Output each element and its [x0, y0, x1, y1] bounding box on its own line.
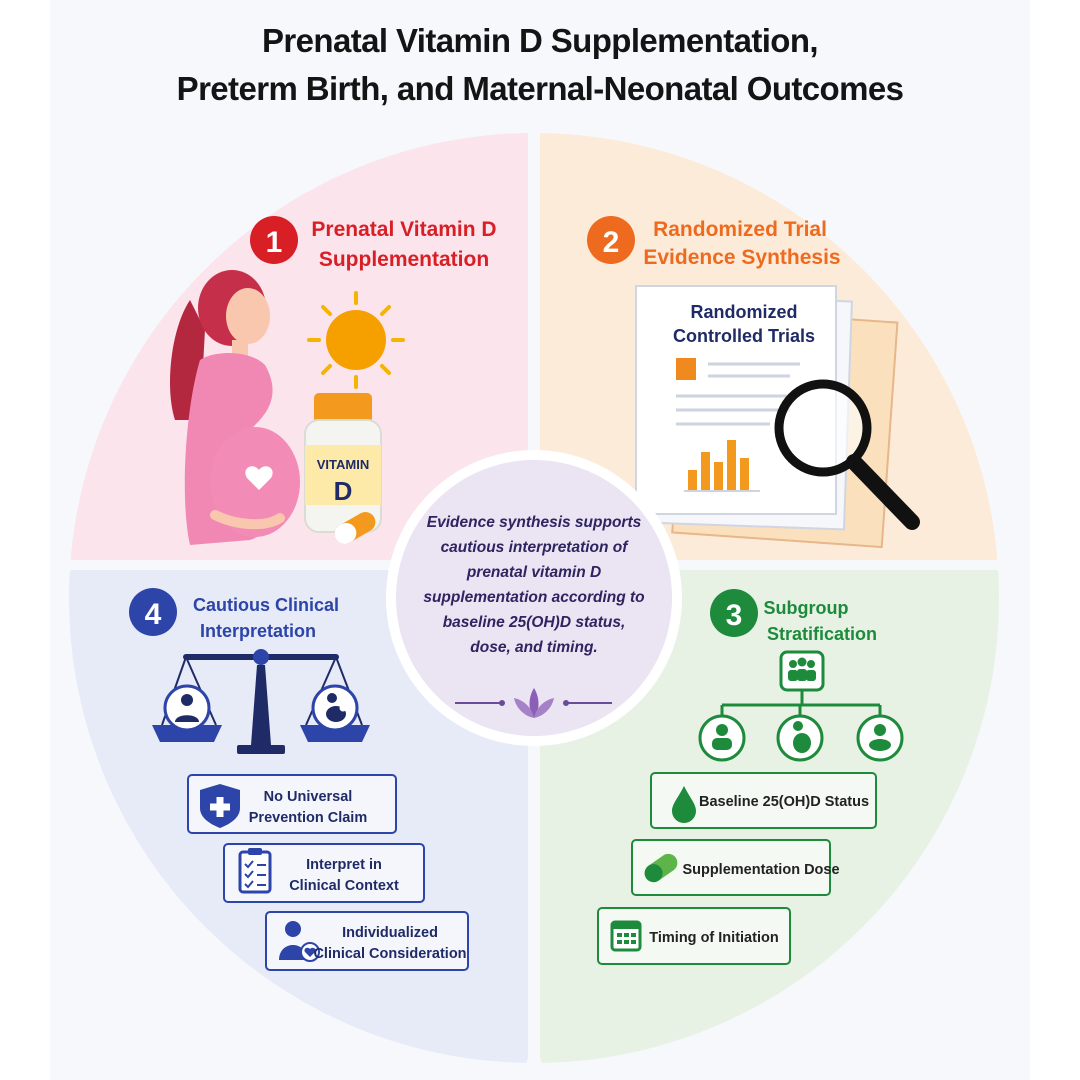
- q2-title-line-1: Randomized Trial: [653, 218, 827, 241]
- calendar-icon: [610, 920, 642, 952]
- center-line-4: supplementation according to: [423, 589, 644, 606]
- magnifying-glass-icon: [774, 379, 920, 530]
- pregnant-icon: [793, 721, 811, 753]
- q4-box-3-line-1: Individualized: [342, 925, 438, 941]
- heart-icon: [245, 466, 273, 490]
- center-line-5: baseline 25(OH)D status,: [443, 614, 626, 631]
- center-summary: Evidence synthesis supports cautious int…: [386, 450, 682, 746]
- q3-title-line-2: Stratification: [767, 624, 877, 644]
- q4-number-badge: [129, 588, 177, 636]
- q1-number-badge: [250, 216, 298, 264]
- q3-box-1-label: Baseline 25(OH)D Status: [699, 794, 869, 810]
- q1-number: 1: [266, 226, 283, 259]
- trial-document-illustration: Randomized Controlled Trials: [635, 285, 899, 549]
- title-line-1: Prenatal Vitamin D Supplementation,: [261, 22, 819, 59]
- center-line-2: cautious interpretation of: [441, 539, 630, 556]
- q2-title-line-2: Evidence Synthesis: [643, 246, 840, 269]
- title-line-2: Preterm Birth, and Maternal-Neonatal Out…: [176, 70, 904, 107]
- clipboard-checklist-icon: [238, 848, 272, 894]
- pill-icon: [644, 853, 678, 883]
- q4-box-2-line-1: Interpret in: [306, 857, 382, 873]
- center-line-1: Evidence synthesis supports: [427, 514, 642, 531]
- quadrant-4: 4 Cautious Clinical Interpretation: [129, 588, 469, 971]
- bottle-label-1: VITAMIN: [317, 457, 369, 472]
- q3-number: 3: [726, 599, 743, 632]
- center-circle: [396, 460, 672, 736]
- q3-box-timing: Timing of Initiation: [597, 907, 791, 965]
- balance-scale-icon: [152, 649, 370, 754]
- q3-box-baseline: Baseline 25(OH)D Status: [650, 772, 877, 829]
- q1-title-line-1: Prenatal Vitamin D: [311, 218, 496, 241]
- q1-title-line-2: Supplementation: [319, 248, 489, 271]
- q4-box-1-line-2: Prevention Claim: [249, 810, 367, 826]
- center-line-6: dose, and timing.: [470, 639, 597, 656]
- doc-title-2: Controlled Trials: [673, 326, 815, 346]
- droplet-icon: [672, 786, 696, 823]
- lotus-divider-icon: [455, 688, 612, 718]
- q4-box-2-line-2: Clinical Context: [289, 878, 399, 894]
- q4-number: 4: [145, 598, 162, 631]
- q3-box-3-label: Timing of Initiation: [649, 930, 778, 946]
- shield-icon: [200, 784, 240, 828]
- q3-box-2-label: Supplementation Dose: [682, 862, 839, 878]
- sun-icon: [307, 291, 405, 389]
- q2-number: 2: [603, 226, 620, 259]
- q4-title-line-1: Cautious Clinical: [193, 595, 339, 615]
- q4-title-line-2: Interpretation: [200, 621, 316, 641]
- person-heart-icon: [279, 921, 320, 962]
- q4-box-individualized: Individualized Clinical Consideration: [265, 911, 469, 971]
- vitamin-bottle-icon: VITAMIN D: [304, 393, 382, 544]
- bottle-label-2: D: [334, 476, 353, 506]
- q3-box-dose: Supplementation Dose: [631, 839, 840, 896]
- q3-number-badge: [710, 589, 758, 637]
- q4-box-no-universal: No Universal Prevention Claim: [187, 774, 397, 834]
- q2-number-badge: [587, 216, 635, 264]
- q4-box-1-line-1: No Universal: [264, 789, 353, 805]
- doc-title-1: Randomized: [690, 302, 797, 322]
- q4-box-interpret: Interpret in Clinical Context: [223, 843, 425, 903]
- center-line-3: prenatal vitamin D: [466, 564, 601, 581]
- quadrant-2: 2 Randomized Trial Evidence Synthesis Ra…: [587, 216, 920, 549]
- q4-box-3-line-2: Clinical Consideration: [313, 946, 466, 962]
- person-icon: [712, 724, 732, 750]
- quadrant-1: 1 Prenatal Vitamin D Supplementation: [170, 216, 497, 545]
- pregnant-woman-illustration: [170, 270, 300, 545]
- q3-title-line-1: Subgroup: [764, 598, 849, 618]
- quadrant-3: 3 Subgroup Stratification: [597, 589, 904, 965]
- group-icon: [788, 657, 816, 681]
- baby-icon: [869, 724, 891, 751]
